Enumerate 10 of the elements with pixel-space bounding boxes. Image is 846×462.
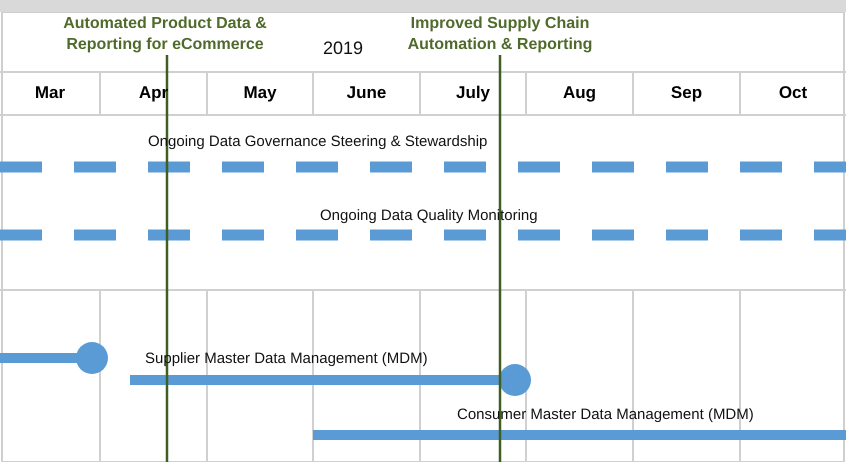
month-header: Mar [34, 83, 66, 103]
month-header: July [454, 83, 492, 103]
month-header: May [242, 83, 278, 103]
month-header: Aug [562, 83, 598, 103]
month-header: June [346, 83, 388, 103]
month-header: Oct [778, 83, 808, 103]
year-label: 2019 [323, 38, 364, 59]
milestone-label: Improved Supply Chain Automation & Reporting [406, 14, 594, 55]
month-header: Sep [670, 83, 704, 103]
milestone-label: Automated Product Data & Reporting for eCommerce [62, 14, 268, 55]
